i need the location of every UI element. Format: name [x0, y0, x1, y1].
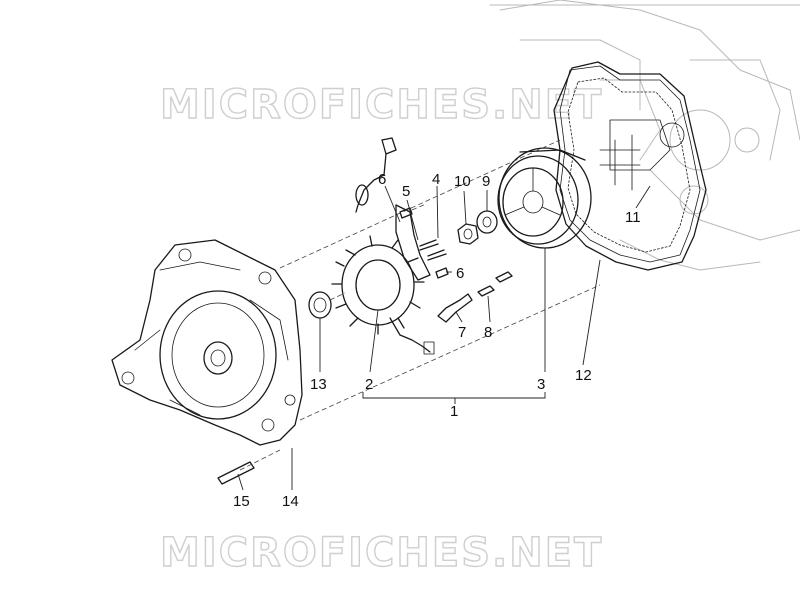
callout-4: 4 [432, 171, 440, 188]
callout-14: 14 [282, 493, 299, 510]
part-4-screws [419, 239, 447, 261]
callout-6-lower: 6 [456, 265, 464, 282]
callout-2: 2 [365, 376, 373, 393]
callout-15: 15 [233, 493, 250, 510]
part-7-clip [437, 293, 473, 323]
callout-6-upper: 6 [378, 171, 386, 188]
callout-5: 5 [402, 183, 410, 200]
pickup-sensor [355, 137, 397, 213]
callout-3: 3 [537, 376, 545, 393]
part-13-oil-seal [308, 291, 332, 319]
engine-crankcase [489, 0, 800, 271]
part-14-cover [111, 239, 303, 446]
watermark-top: MICROFICHES.NET [160, 82, 603, 128]
part-9-washer [476, 210, 498, 234]
callout-11: 11 [625, 209, 641, 226]
part-8-screws [477, 271, 513, 297]
part-3-flywheel [497, 147, 592, 249]
part-2-stator [331, 235, 435, 355]
callout-7: 7 [458, 324, 466, 341]
callout-12: 12 [575, 367, 592, 384]
callout-8: 8 [484, 324, 492, 341]
callout-13: 13 [310, 376, 327, 393]
part-6-screw-lower [435, 267, 449, 279]
leader-lines [237, 185, 651, 491]
callout-10: 10 [454, 173, 471, 190]
callout-1: 1 [450, 403, 458, 420]
watermark-bottom: MICROFICHES.NET [160, 530, 603, 576]
part-12-gasket [553, 61, 707, 271]
part-5-bracket [395, 204, 431, 281]
callout-9: 9 [482, 173, 490, 190]
assembly-lines [239, 139, 601, 471]
part-6-screw-upper [399, 207, 413, 219]
part-10-nut [457, 223, 479, 245]
part-15-bolt [217, 461, 255, 485]
